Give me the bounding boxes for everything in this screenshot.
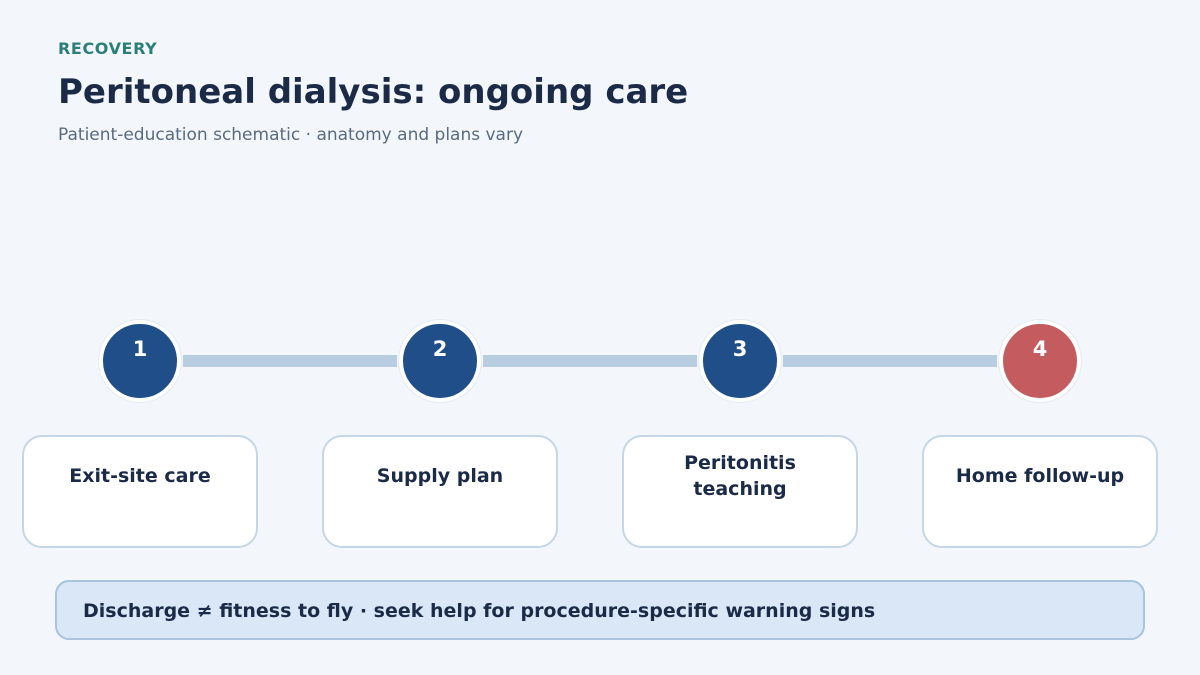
step-connector [483,355,697,367]
step-label: Supply plan [376,465,504,487]
step-label: Exit-site care [69,465,211,487]
step-number: 4 [1032,337,1048,361]
step-card: Supply plan [322,435,558,548]
step-card: Home follow-up [922,435,1158,548]
section-eyebrow: RECOVERY [58,39,158,58]
step-number-badge: 3 [699,320,781,402]
step-number-badge: 1 [99,320,181,402]
page-subtitle: Patient-education schematic · anatomy an… [58,125,524,145]
step-connector [183,355,397,367]
page-title: Peritoneal dialysis: ongoing care [58,72,689,112]
step-number-badge: 2 [399,320,481,402]
step-card: Peritonitis teaching [622,435,858,548]
step-label: Peritonitis teaching [684,452,796,500]
step-number: 3 [732,337,748,361]
warning-banner: Discharge ≠ fitness to fly · seek help f… [55,580,1145,640]
step-number: 2 [432,337,448,361]
step-number-badge: 4 [999,320,1081,402]
step-number: 1 [132,337,148,361]
step-connector [783,355,997,367]
warning-banner-text: Discharge ≠ fitness to fly · seek help f… [83,600,876,622]
step-card: Exit-site care [22,435,258,548]
step-label: Home follow-up [955,465,1125,487]
